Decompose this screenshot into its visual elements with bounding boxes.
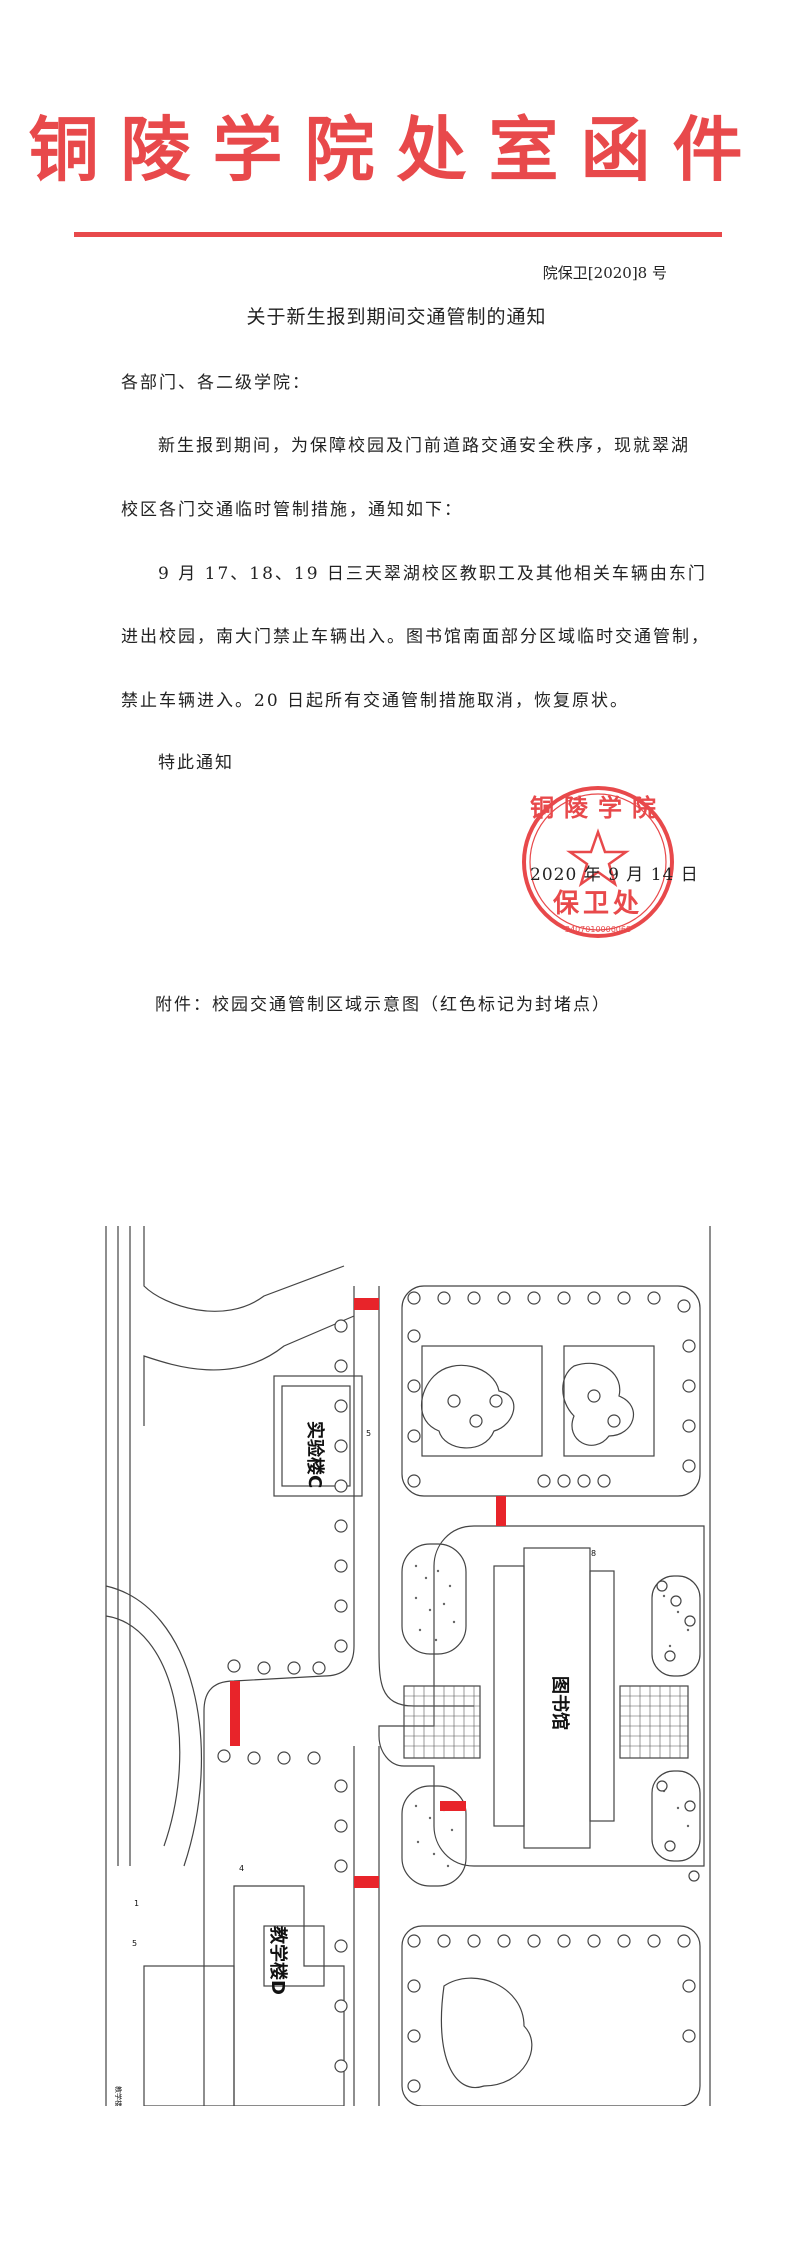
- blockade-points: [230, 1298, 506, 1888]
- svg-text:4: 4: [239, 1864, 244, 1873]
- paragraph-line: 新生报到期间，为保障校园及门前道路交通安全秩序，现就翠湖: [158, 436, 690, 456]
- paragraph-line: 进出校园，南大门禁止车辆出入。图书馆南面部分区域临时交通管制，: [121, 627, 710, 647]
- map-label-teaching-building: 教学楼D: [267, 1926, 289, 1995]
- document-number: 院保卫[2020]8 号: [542, 264, 667, 282]
- svg-text:5: 5: [366, 1429, 371, 1438]
- masthead-divider: [74, 232, 722, 237]
- paragraph-line: 禁止车辆进入。20 日起所有交通管制措施取消，恢复原状。: [121, 691, 630, 711]
- svg-text:教学楼: 教学楼: [114, 2086, 123, 2106]
- paragraph-line: 校区各门交通临时管制措施，通知如下：: [121, 500, 463, 520]
- map-label-library: 图书馆: [549, 1676, 571, 1730]
- svg-text:1: 1: [134, 1899, 139, 1908]
- svg-text:保卫处: 保卫处: [552, 889, 643, 919]
- seal-code: 3407010006068: [565, 925, 631, 934]
- official-seal: 铜陵学院 保卫处 3407010006068: [522, 786, 674, 938]
- campus-traffic-map: 实验楼C 图书馆 教学楼D 5 8 4 1 5 教学楼: [104, 1226, 714, 2106]
- svg-text:铜陵学院: 铜陵学院: [530, 794, 666, 822]
- svg-text:5: 5: [132, 1939, 137, 1948]
- map-label-lab-building: 实验楼C: [304, 1421, 326, 1488]
- paragraph-line: 9 月 17、18、19 日三天翠湖校区教职工及其他相关车辆由东门: [158, 564, 707, 584]
- masthead-title: 铜陵学院处室函件: [28, 109, 765, 191]
- closing-line: 特此通知: [158, 753, 234, 773]
- notice-title: 关于新生报到期间交通管制的通知: [246, 306, 547, 328]
- attachment-note: 附件：校园交通管制区域示意图（红色标记为封堵点）: [155, 995, 611, 1015]
- svg-text:8: 8: [591, 1549, 596, 1558]
- issue-date: 2020 年 9 月 14 日: [530, 865, 699, 885]
- salutation: 各部门、各二级学院：: [121, 373, 311, 393]
